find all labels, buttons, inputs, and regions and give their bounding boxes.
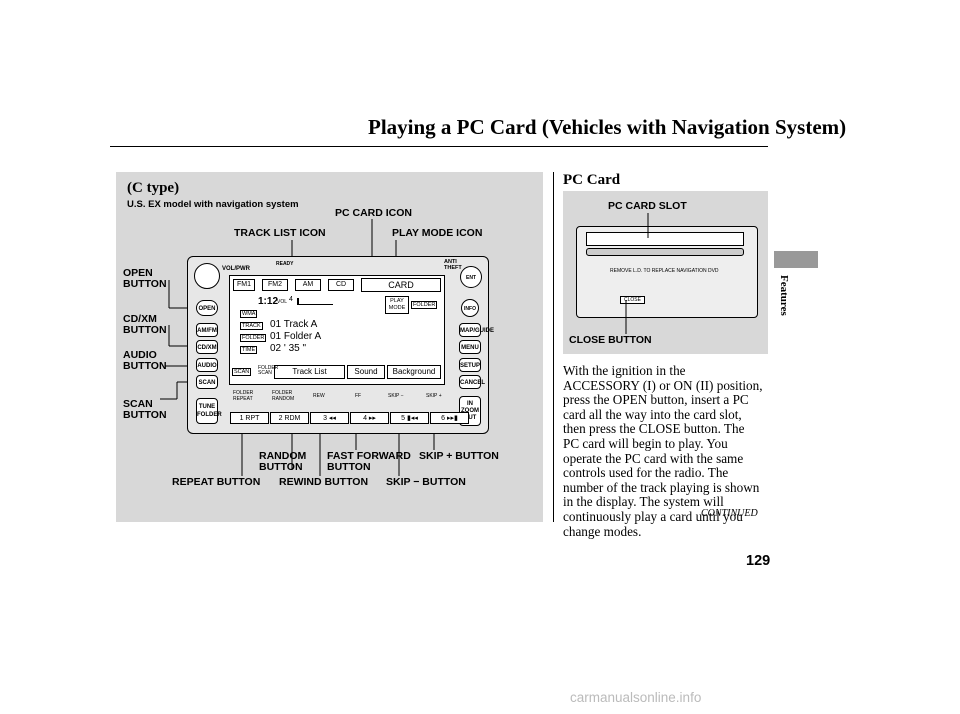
- preset-3-rewind[interactable]: 3 ◂◂: [310, 412, 349, 424]
- mode-cd[interactable]: CD: [328, 279, 354, 291]
- scan-button[interactable]: SCAN: [196, 375, 218, 389]
- figure-heading: (C type): [127, 180, 180, 196]
- map-guide-button[interactable]: MAP/GUIDE: [459, 323, 494, 337]
- track-list-softkey[interactable]: Track List: [274, 365, 345, 379]
- mode-fm2[interactable]: FM2: [262, 279, 288, 291]
- cancel-button[interactable]: CANCEL: [459, 375, 485, 389]
- figure-subheading: U.S. EX model with navigation system: [127, 199, 299, 210]
- callout-rewind-button: REWIND BUTTON: [279, 476, 369, 488]
- vol-level: 4: [289, 296, 293, 303]
- ent-button[interactable]: ENT: [460, 266, 482, 288]
- scan-tag: SCAN: [232, 368, 252, 376]
- track-tag: TRACK: [240, 322, 263, 330]
- ready-label: READY: [276, 261, 294, 267]
- preset-1-repeat[interactable]: 1 RPT: [230, 412, 269, 424]
- background-softkey[interactable]: Background: [387, 365, 441, 379]
- vol-pwr-label: VOL/PWR: [222, 266, 250, 272]
- callout-skip-plus-button: SKIP + BUTTON: [419, 450, 499, 462]
- preset-6-skip-plus[interactable]: 6 ▸▸▮: [430, 412, 469, 424]
- callout-pc-card-slot: PC CARD SLOT: [608, 200, 687, 212]
- elapsed-time: 1:12: [258, 296, 279, 307]
- preset-5-skip-minus[interactable]: 5 ▮◂◂: [390, 412, 429, 424]
- mode-am[interactable]: AM: [295, 279, 321, 291]
- callout-track-list-icon: TRACK LIST ICON: [234, 227, 326, 239]
- dvd-slot: [586, 248, 744, 256]
- card-tab[interactable]: CARD: [361, 278, 441, 292]
- vol-label: VOL: [277, 299, 288, 305]
- pc-card-heading: PC Card: [563, 172, 621, 188]
- mode-fm1[interactable]: FM1: [233, 279, 255, 291]
- preset-top-2: FOLDER RANDOM: [272, 390, 295, 402]
- folder-tag: FOLDER: [411, 301, 438, 309]
- column-divider: [553, 172, 554, 522]
- preset-top-6: SKIP +: [426, 393, 442, 399]
- callout-play-mode-icon: PLAY MODE ICON: [392, 227, 483, 239]
- device-note: REMOVE L.D. TO REPLACE NAVIGATION DVD: [610, 268, 719, 274]
- cd-xm-button[interactable]: CD/XM: [196, 340, 218, 354]
- vol-pwr-knob[interactable]: [194, 263, 220, 289]
- preset-4-fast-forward[interactable]: 4 ▸▸: [350, 412, 389, 424]
- callout-repeat-button: REPEAT BUTTON: [172, 476, 261, 488]
- info-button[interactable]: INFO: [461, 299, 479, 317]
- watermark: carmanualsonline.info: [570, 690, 702, 705]
- wma-tag: WMA: [240, 310, 258, 318]
- callout-close-button: CLOSE BUTTON: [569, 334, 652, 346]
- preset-top-3: REW: [313, 393, 325, 399]
- preset-top-1: FOLDER REPEAT: [233, 390, 254, 402]
- time-tag: TIME: [240, 346, 258, 354]
- section-tab: [774, 251, 818, 268]
- preset-top-5: SKIP −: [388, 393, 404, 399]
- callout-skip-minus-button: SKIP − BUTTON: [386, 476, 466, 488]
- am-fm-button[interactable]: AM/FM: [196, 323, 218, 337]
- setup-button[interactable]: SETUP: [459, 358, 481, 372]
- sound-softkey[interactable]: Sound: [347, 365, 385, 379]
- preset-2-random[interactable]: 2 RDM: [270, 412, 309, 424]
- preset-top-4: FF: [355, 393, 362, 399]
- audio-button[interactable]: AUDIO: [196, 358, 218, 372]
- volume-bar: [297, 298, 333, 305]
- pc-card-slot: [586, 232, 744, 246]
- title-rule: [110, 146, 768, 147]
- close-key[interactable]: CLOSE: [620, 296, 645, 304]
- track-line: 01 Track A: [270, 319, 318, 330]
- callout-pc-card-icon: PC CARD ICON: [335, 207, 413, 219]
- continued-label: CONTINUED: [701, 508, 758, 519]
- menu-button[interactable]: MENU: [459, 340, 481, 354]
- section-label: Features: [778, 275, 790, 316]
- open-button[interactable]: OPEN: [196, 300, 218, 316]
- folder-tag-left: FOLDER: [240, 334, 267, 342]
- folder-line: 01 Folder A: [270, 331, 322, 342]
- page-title: Playing a PC Card (Vehicles with Navigat…: [368, 115, 847, 139]
- time-line: 02 ' 35 ": [270, 343, 307, 354]
- page-number: 129: [746, 553, 771, 569]
